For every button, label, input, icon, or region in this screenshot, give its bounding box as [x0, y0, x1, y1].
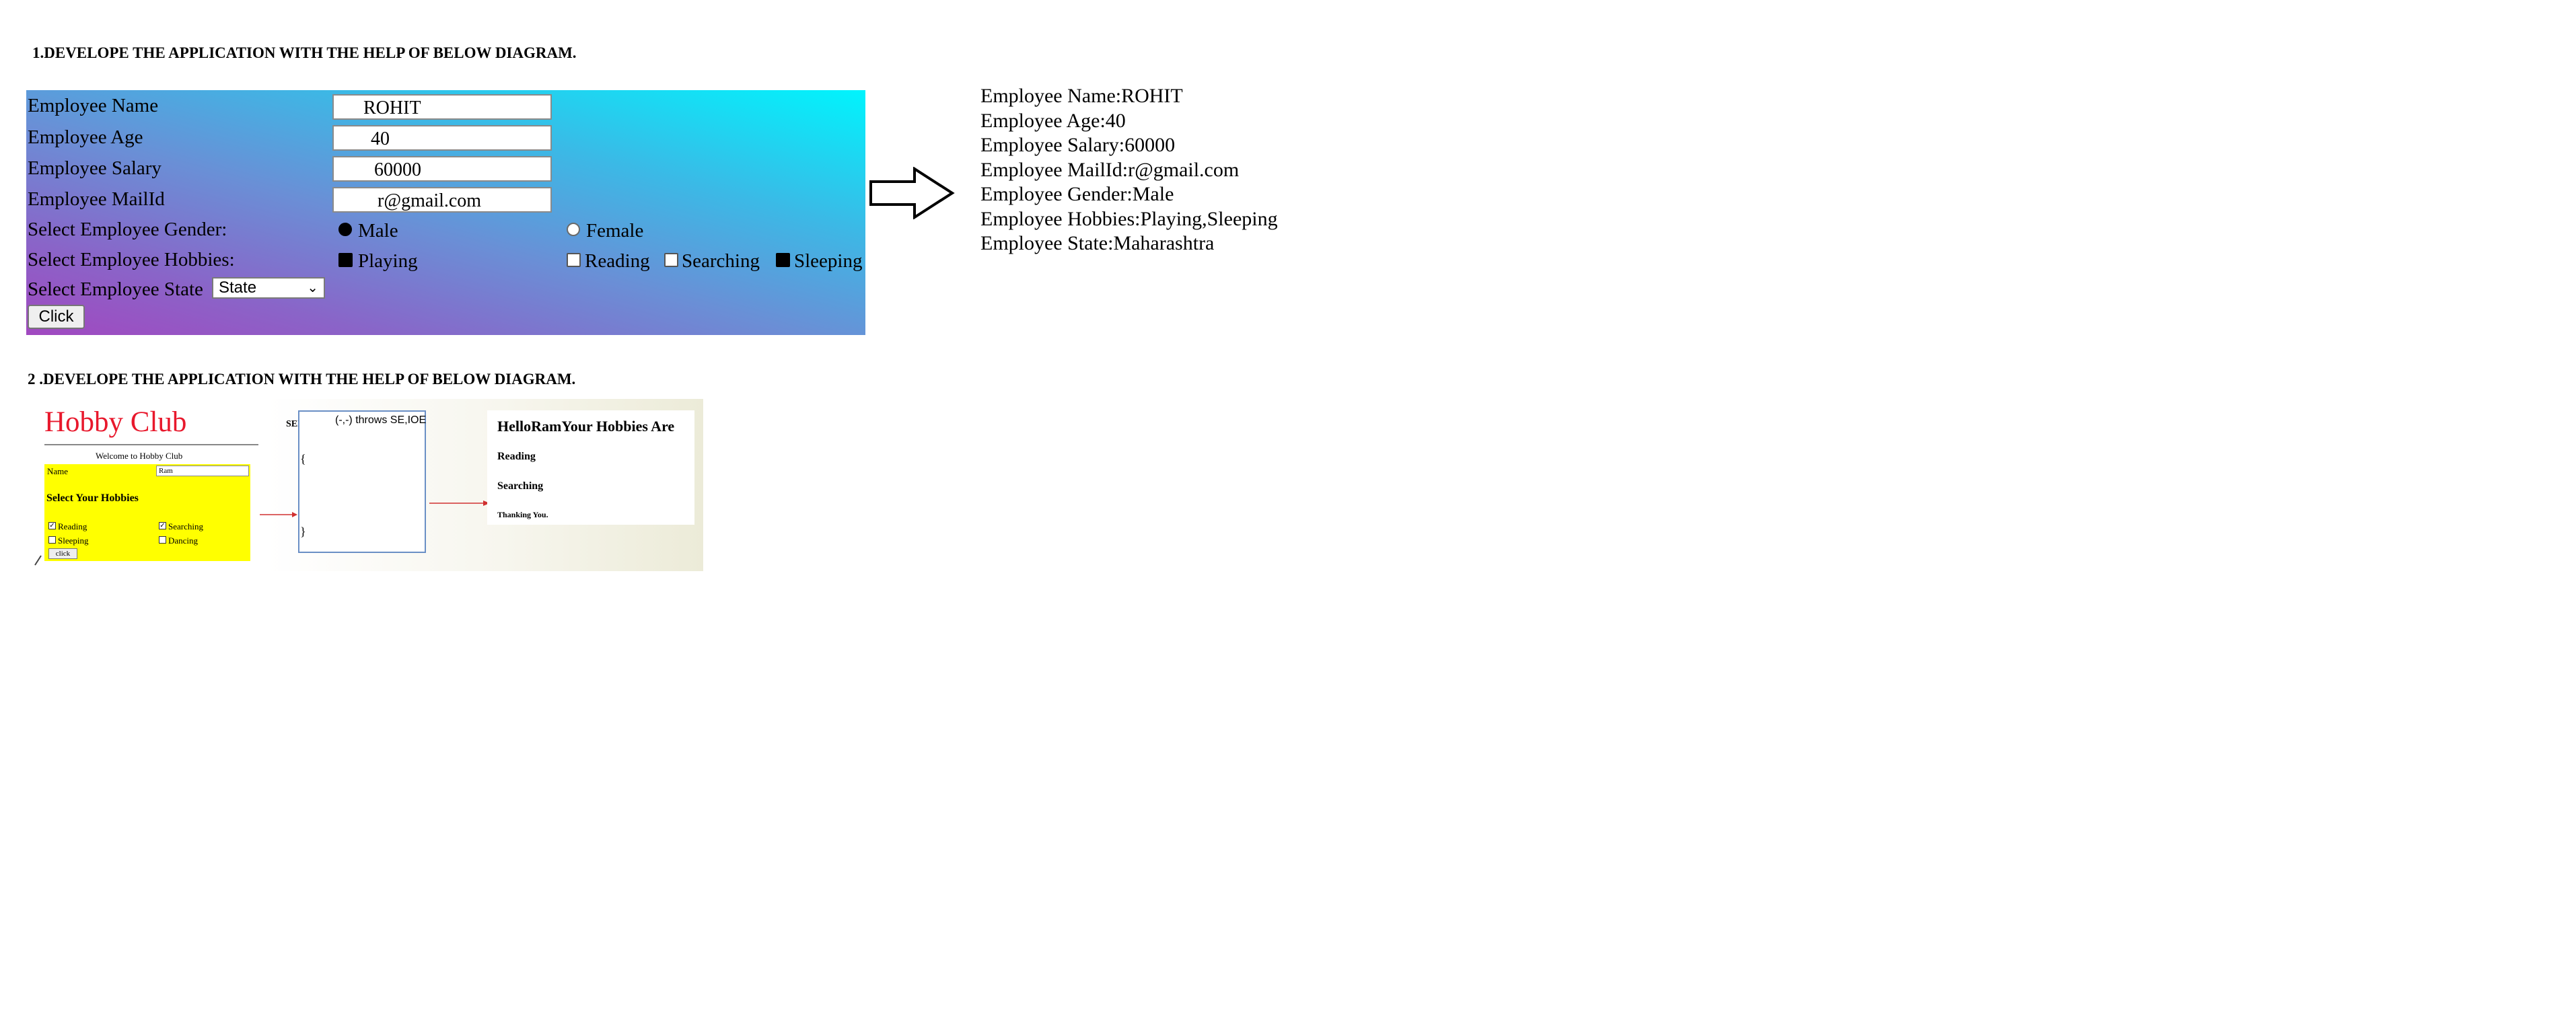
right-arrow-icon: [869, 167, 955, 219]
output-page: [487, 410, 694, 525]
hobby-club-name-input[interactable]: Ram: [156, 466, 249, 476]
hobby-club-divider: [44, 444, 258, 445]
state-label: Select Employee State: [28, 279, 203, 300]
service-brace-close: }: [300, 525, 306, 538]
result-line-salary: Employee Salary:60000: [980, 134, 1176, 156]
employee-name-input[interactable]: ROHIT: [332, 94, 552, 120]
hobby-club-welcome: Welcome to Hobby Club: [96, 451, 183, 461]
gender-male-radio[interactable]: [338, 223, 352, 236]
service-method-box: [298, 410, 426, 553]
chevron-down-icon: ⌄: [307, 281, 318, 295]
result-line-age: Employee Age:40: [980, 109, 1126, 132]
hc-searching-checkbox[interactable]: ✓: [159, 522, 166, 529]
employee-mailid-input[interactable]: r@gmail.com: [332, 187, 552, 213]
service-signature: (-,-) throws SE,IOE: [335, 414, 427, 426]
hobby-playing-label: Playing: [358, 250, 418, 272]
hobby-club-form: [44, 464, 250, 561]
hobby-club-title: Hobby Club: [44, 406, 187, 438]
result-line-mailid: Employee MailId:r@gmail.com: [980, 158, 1240, 181]
red-arrow-to-service: [260, 512, 297, 517]
result-line-gender: Employee Gender:Male: [980, 183, 1174, 205]
hc-sleeping-label: Sleeping: [58, 535, 89, 546]
service-brace-open: {: [300, 452, 306, 466]
click-button[interactable]: Click: [28, 305, 85, 329]
gender-female-label: Female: [586, 220, 644, 242]
result-line-hobbies: Employee Hobbies:Playing,Sleeping: [980, 207, 1278, 230]
output-hobby-2: Searching: [497, 480, 544, 492]
employee-salary-label: Employee Salary: [28, 157, 162, 179]
hobby-club-click-button[interactable]: click: [48, 548, 77, 559]
result-line-state: Employee State:Maharashtra: [980, 232, 1215, 254]
hobby-reading-label: Reading: [585, 250, 650, 272]
output-hobby-1: Reading: [497, 451, 536, 462]
output-thanks: Thanking You.: [497, 510, 548, 519]
employee-mailid-label: Employee MailId: [28, 188, 165, 210]
hobby-playing-checkbox[interactable]: [338, 253, 353, 267]
gender-male-label: Male: [358, 220, 398, 242]
result-line-name: Employee Name:ROHIT: [980, 85, 1183, 107]
state-select-value: State: [219, 279, 257, 297]
employee-age-input[interactable]: 40: [332, 125, 552, 151]
result-output: Employee Name:ROHIT Employee Age:40 Empl…: [980, 84, 1278, 256]
hobby-sleeping-checkbox[interactable]: [776, 253, 790, 267]
hobby-club-name-label: Name: [47, 466, 69, 476]
hobby-sleeping-label: Sleeping: [794, 250, 863, 272]
hobbies-label: Select Employee Hobbies:: [28, 249, 235, 270]
hobby-reading-checkbox[interactable]: [567, 253, 581, 267]
hobby-searching-label: Searching: [682, 250, 760, 272]
red-arrow-to-output: [429, 501, 490, 506]
state-select[interactable]: State ⌄: [212, 277, 325, 299]
question-1-heading: 1.DEVELOPE THE APPLICATION WITH THE HELP…: [32, 44, 577, 61]
hc-reading-label: Reading: [58, 521, 87, 531]
hc-reading-checkbox[interactable]: ✓: [48, 522, 56, 529]
gender-label: Select Employee Gender:: [28, 219, 227, 240]
hobby-searching-checkbox[interactable]: [664, 253, 678, 267]
hc-dancing-label: Dancing: [168, 535, 199, 546]
hc-sleeping-checkbox[interactable]: [48, 536, 56, 544]
hobby-club-select-label: Select Your Hobbies: [46, 492, 139, 504]
output-greeting: HelloRamYour Hobbies Are: [497, 418, 675, 435]
employee-name-label: Employee Name: [28, 95, 159, 116]
pen-mark-icon: [34, 555, 42, 566]
question-2-heading: 2 .DEVELOPE THE APPLICATION WITH THE HEL…: [28, 371, 576, 387]
employee-salary-input[interactable]: 60000: [332, 156, 552, 182]
employee-age-label: Employee Age: [28, 126, 143, 148]
hc-searching-label: Searching: [168, 521, 203, 531]
hc-dancing-checkbox[interactable]: [159, 536, 166, 544]
gender-female-radio[interactable]: [567, 223, 580, 236]
